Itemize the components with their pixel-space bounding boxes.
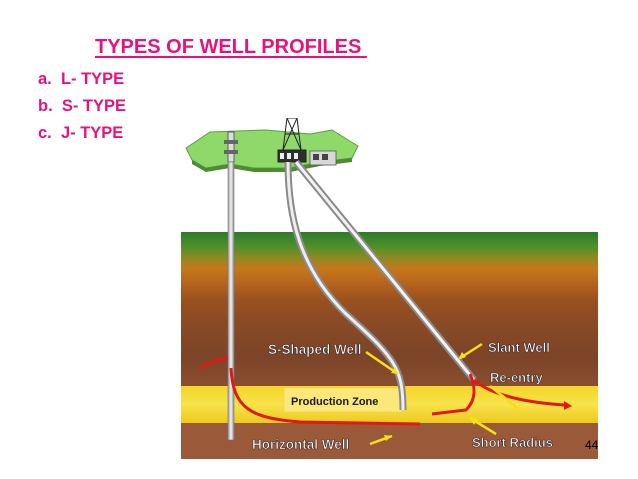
drilling-rig-derrick xyxy=(277,118,307,163)
short-radius-curve xyxy=(431,373,476,416)
list-item: c. J- TYPE xyxy=(38,120,126,147)
vertical-wellbore-pipe xyxy=(227,161,235,441)
label-production-zone: Production Zone xyxy=(291,396,378,408)
reentry-arrowhead xyxy=(564,401,572,410)
rig-building xyxy=(309,150,337,166)
horizontal-well-lateral-stub xyxy=(199,356,229,370)
list-marker: a. xyxy=(38,70,52,88)
page-number: 44 xyxy=(585,438,599,452)
label-s-shaped-well: S-Shaped Well xyxy=(268,342,362,357)
list-text: J- TYPE xyxy=(60,124,124,142)
label-slant-well: Slant Well xyxy=(488,340,550,355)
list-text: L- TYPE xyxy=(60,70,125,88)
well-type-list: a. L- TYPE b. S- TYPE c. J- TYPE xyxy=(38,66,126,147)
reentry-branch xyxy=(473,378,565,407)
pointer-arrows xyxy=(365,342,521,446)
list-marker: c. xyxy=(38,124,52,142)
well-profiles-diagram: S-Shaped Well Slant Well Re-entry Produc… xyxy=(181,118,598,459)
label-re-entry: Re-entry xyxy=(490,370,544,385)
label-horizontal-well: Horizontal Well xyxy=(252,437,349,452)
list-text: S- TYPE xyxy=(61,97,127,115)
slant-well-pipe-highlight xyxy=(294,161,476,381)
list-item: a. L- TYPE xyxy=(38,66,126,93)
horizontal-well-lateral xyxy=(229,367,421,426)
list-marker: b. xyxy=(38,97,53,115)
slide-title: TYPES OF WELL PROFILES xyxy=(95,36,367,58)
label-short-radius: Short Radius xyxy=(472,435,553,450)
s-shaped-well-pipe-highlight xyxy=(286,161,405,411)
list-item: b. S- TYPE xyxy=(38,93,126,120)
lower-strata xyxy=(181,423,598,459)
